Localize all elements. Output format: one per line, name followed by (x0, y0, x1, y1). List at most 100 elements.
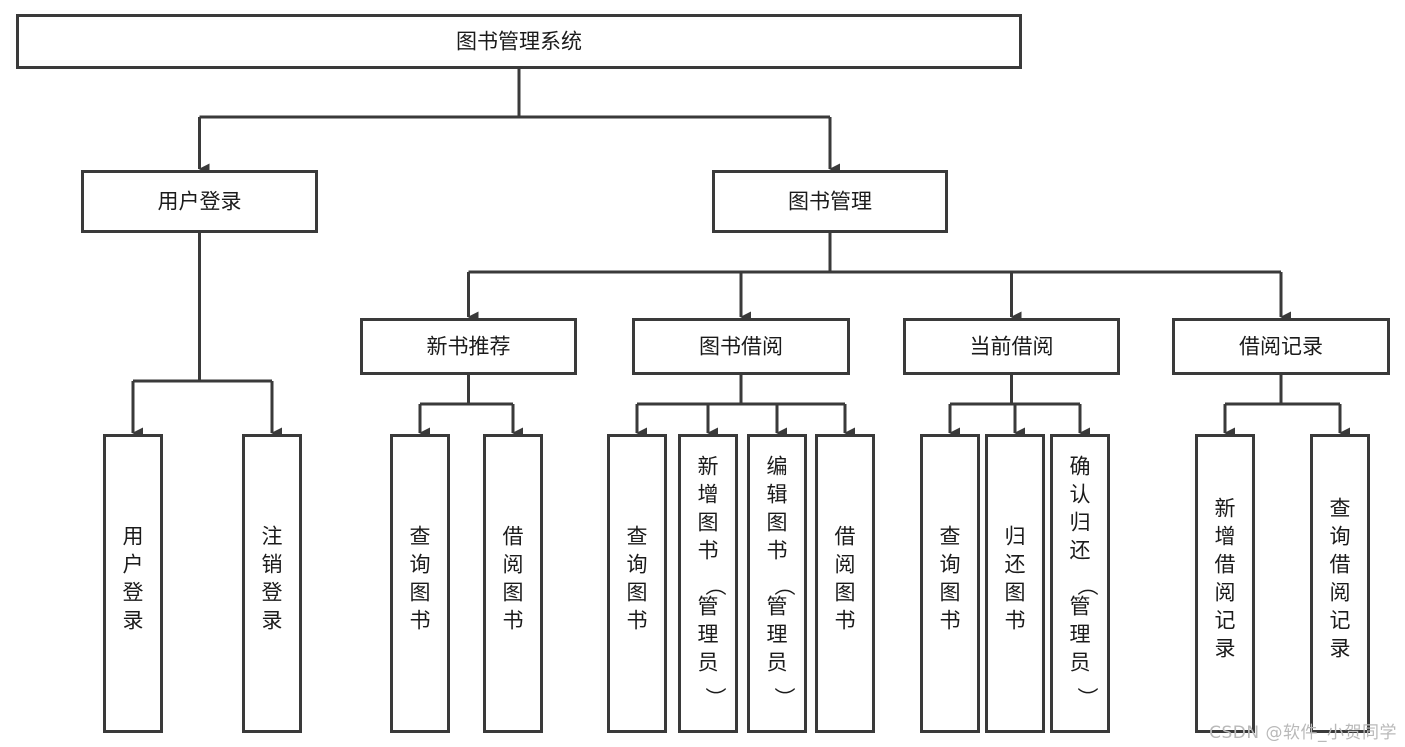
node-label-char: 理 (767, 623, 788, 647)
node-label-char: 录 (262, 609, 283, 633)
node-label-char: 查 (1330, 497, 1351, 521)
connectors-layer (131, 69, 1351, 439)
node-label-char: 图 (940, 581, 961, 605)
node-label-char: 员 (1070, 651, 1091, 675)
node-label: 借阅记录 (1239, 335, 1323, 359)
node-label-char: 管 (698, 595, 719, 619)
node-label-char: 书 (835, 609, 856, 633)
node-label-char: 询 (1330, 525, 1351, 549)
node-label-char: 还 (1005, 553, 1026, 577)
node-label-char: 销 (262, 553, 283, 577)
nodes-layer: 图书管理系统用户登录图书管理新书推荐图书借阅当前借阅借阅记录用户登录注销登录查询… (16, 14, 1390, 733)
node-label-char: 询 (627, 553, 648, 577)
node-label: 图书管理系统 (456, 30, 582, 54)
node-label-char: ） (1075, 687, 1099, 708)
node-label-char: 管 (767, 595, 788, 619)
node-label-char: 书 (627, 609, 648, 633)
node-label-char: 用 (123, 525, 144, 549)
node-label: 用户登录 (158, 190, 242, 214)
node-label: 图书借阅 (699, 335, 783, 359)
node-label: 当前借阅 (970, 335, 1054, 359)
node-label-char: 书 (1005, 609, 1026, 633)
node-book-borrow[interactable]: 图书借阅 (632, 318, 850, 375)
node-label-char: 查 (410, 525, 431, 549)
node-label-char: 图 (767, 511, 788, 535)
node-label-char: 新 (1215, 497, 1236, 521)
node-book-management[interactable]: 图书管理 (712, 170, 948, 233)
node-label-char: 询 (410, 553, 431, 577)
node-user-login[interactable]: 用户登录 (81, 170, 318, 233)
node-label: 图书管理 (788, 190, 872, 214)
node-label-char: 图 (835, 581, 856, 605)
node-new-book-recommend[interactable]: 新书推荐 (360, 318, 577, 375)
node-label-char: 确 (1070, 455, 1091, 479)
node-label-char: 书 (698, 539, 719, 563)
node-label-char: 书 (410, 609, 431, 633)
node-label-char: 管 (1070, 595, 1091, 619)
node-label-char: 借 (503, 525, 524, 549)
node-label: 新书推荐 (427, 335, 511, 359)
node-label-char: 记 (1330, 609, 1351, 633)
node-label-char: 登 (123, 581, 144, 605)
node-label-char: 图 (503, 581, 524, 605)
node-label-char: 记 (1215, 609, 1236, 633)
node-label-char: 阅 (835, 553, 856, 577)
node-label-char: 理 (698, 623, 719, 647)
node-label-char: 录 (1215, 637, 1236, 661)
node-label-char: 增 (1215, 525, 1236, 549)
node-label-char: 询 (940, 553, 961, 577)
node-label-char: 借 (1215, 553, 1236, 577)
node-label-char: 归 (1070, 511, 1091, 535)
node-label-char: （ (703, 575, 727, 596)
node-label-char: 借 (1330, 553, 1351, 577)
node-label-char: 阅 (1215, 581, 1236, 605)
node-label-char: 查 (627, 525, 648, 549)
node-label-char: （ (772, 575, 796, 596)
node-label-char: 录 (1330, 637, 1351, 661)
node-current-borrow[interactable]: 当前借阅 (903, 318, 1120, 375)
node-label-char: 阅 (1330, 581, 1351, 605)
node-label-char: 理 (1070, 623, 1091, 647)
node-label-char: ） (703, 687, 727, 708)
node-label-char: 编 (767, 455, 788, 479)
node-label-char: 书 (940, 609, 961, 633)
node-borrow-record[interactable]: 借阅记录 (1172, 318, 1390, 375)
node-label-char: 书 (503, 609, 524, 633)
node-label-char: 图 (627, 581, 648, 605)
node-leaf-user-login[interactable]: 用户登录 (103, 434, 163, 733)
watermark-text: CSDN @软件_小贺同学 (1209, 723, 1397, 743)
node-label-char: 新 (698, 455, 719, 479)
node-label-char: 图 (1005, 581, 1026, 605)
node-label-char: ） (772, 687, 796, 708)
node-label-char: 还 (1070, 539, 1091, 563)
node-label-char: （ (1075, 575, 1099, 596)
node-label-char: 辑 (767, 483, 788, 507)
node-label-char: 借 (835, 525, 856, 549)
node-label-char: 登 (262, 581, 283, 605)
node-root-图书管理系统[interactable]: 图书管理系统 (16, 14, 1022, 69)
node-label-char: 员 (767, 651, 788, 675)
node-label-char: 注 (262, 525, 283, 549)
node-label-char: 查 (940, 525, 961, 549)
node-label-char: 认 (1070, 483, 1091, 507)
node-label-char: 图 (410, 581, 431, 605)
node-label-char: 增 (698, 483, 719, 507)
node-label-char: 员 (698, 651, 719, 675)
node-label-char: 图 (698, 511, 719, 535)
node-label-char: 归 (1005, 525, 1026, 549)
node-label-char: 录 (123, 609, 144, 633)
